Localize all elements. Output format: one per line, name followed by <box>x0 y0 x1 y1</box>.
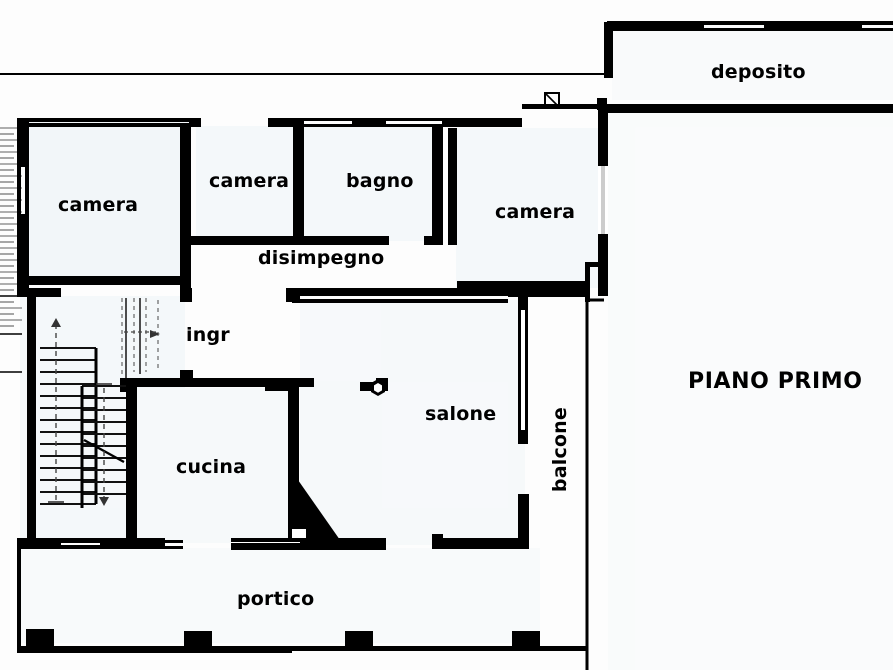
stair-up-arrow <box>51 318 61 327</box>
bagno-walls <box>304 124 443 245</box>
portico-pillars <box>26 629 540 651</box>
room-label-salone: salone <box>425 403 497 425</box>
left-exterior-wall <box>17 118 61 297</box>
room-label-cucina: cucina <box>176 456 247 478</box>
room-label-deposito: deposito <box>711 61 806 83</box>
floor-plan-title: PIANO PRIMO <box>688 369 863 394</box>
portico-pillar-3 <box>345 631 373 651</box>
salone-right-walls <box>432 296 529 549</box>
room-label-disimpegno: disimpegno <box>258 247 385 269</box>
room-label-bagno: bagno <box>346 170 414 192</box>
room-label-camera-left: camera <box>58 194 139 216</box>
portico-pillar-4 <box>512 631 540 651</box>
portico-outline <box>17 549 587 653</box>
camera-right-walls <box>448 110 608 296</box>
camera-left-walls <box>29 124 191 296</box>
camera-center-walls <box>181 124 304 245</box>
disimpegno-walls <box>286 288 588 303</box>
room-label-camera-center: camera <box>209 170 290 192</box>
room-label-ingresso: ingr <box>186 324 230 346</box>
top-exterior-wall <box>17 92 607 127</box>
portico-pillar-1 <box>26 629 54 651</box>
staircase <box>40 298 160 508</box>
salone-column <box>371 379 385 396</box>
portico-pillar-2 <box>184 631 212 651</box>
room-label-balcone: balcone <box>549 407 571 493</box>
deposito-walls <box>604 22 893 113</box>
stair-down-arrow <box>99 497 109 506</box>
balcone-outline-upper <box>585 262 608 302</box>
room-label-camera-right: camera <box>495 201 576 223</box>
room-fills <box>20 22 893 670</box>
room-label-portico: portico <box>237 588 315 610</box>
salone-divider-walls <box>231 378 388 550</box>
cucina-walls <box>17 384 183 549</box>
